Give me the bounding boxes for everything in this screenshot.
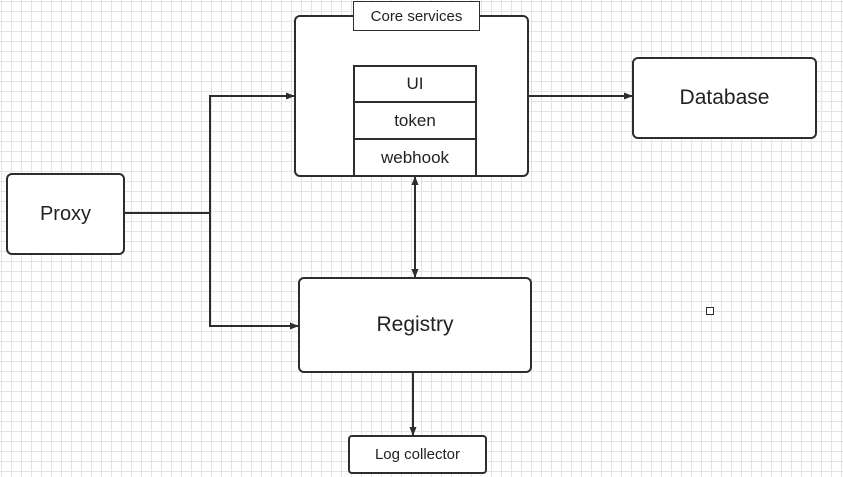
proxy-label: Proxy	[39, 202, 92, 225]
node-ui[interactable]: UI	[353, 65, 477, 103]
registry-label: Registry	[376, 313, 454, 336]
edge-proxy-to-core-services	[124, 92, 295, 214]
edge-proxy-to-registry	[209, 213, 299, 330]
node-proxy[interactable]: Proxy	[6, 173, 125, 255]
node-token[interactable]: token	[353, 101, 477, 140]
core-services-label: Core services	[370, 7, 463, 25]
ui-label: UI	[406, 74, 424, 93]
webhook-label: webhook	[380, 147, 450, 167]
database-label: Database	[679, 86, 770, 109]
core-services-title: Core services	[353, 1, 480, 31]
node-database[interactable]: Database	[632, 57, 817, 139]
node-registry[interactable]: Registry	[298, 277, 532, 373]
selection-handle[interactable]	[706, 307, 714, 315]
node-webhook[interactable]: webhook	[353, 138, 477, 177]
node-log-collector[interactable]: Log collector	[348, 435, 487, 474]
token-label: token	[394, 110, 436, 130]
log-collector-label: Log collector	[374, 446, 461, 463]
